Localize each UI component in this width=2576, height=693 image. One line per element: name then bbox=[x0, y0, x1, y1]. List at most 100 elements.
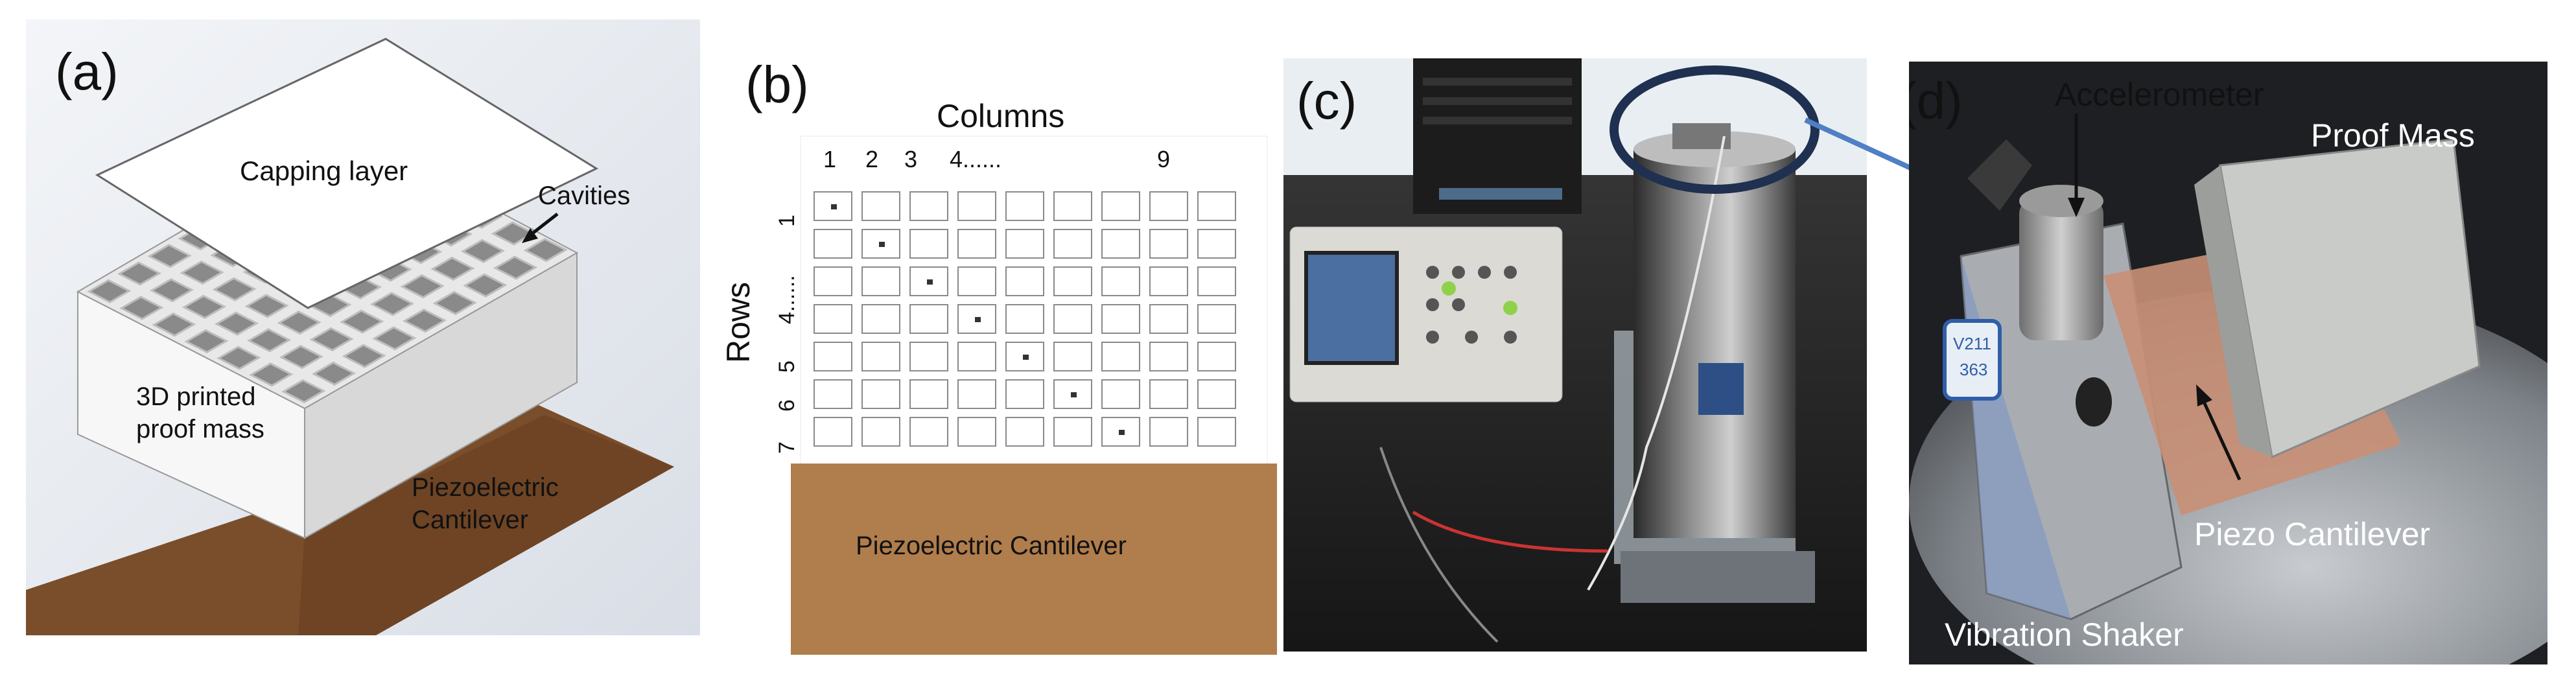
grid-cell bbox=[1053, 229, 1092, 259]
grid-cell bbox=[861, 191, 900, 221]
cantilever-label-2: Cantilever bbox=[412, 506, 529, 534]
grid-cell bbox=[909, 229, 948, 259]
grid-cell bbox=[1149, 266, 1188, 296]
cavity-array-grid bbox=[814, 191, 1236, 447]
column-label: 4...... bbox=[950, 146, 1002, 172]
proof-mass-label-2: proof mass bbox=[136, 415, 264, 443]
cavity bbox=[149, 278, 194, 303]
grid-cell bbox=[909, 191, 948, 221]
cavity bbox=[369, 292, 415, 316]
panel-a-label: (a) bbox=[55, 43, 119, 100]
cavity bbox=[87, 279, 132, 303]
grid-cell bbox=[1197, 304, 1236, 334]
cavity bbox=[460, 239, 506, 263]
grid-cell bbox=[909, 379, 948, 409]
cavity bbox=[212, 277, 257, 301]
row-label: 5 bbox=[775, 360, 799, 373]
column-label: 3 bbox=[904, 146, 918, 172]
cavity bbox=[214, 311, 259, 336]
cavity bbox=[119, 296, 164, 320]
cavity-marker bbox=[927, 279, 933, 285]
cavity bbox=[340, 309, 384, 334]
grid-cell bbox=[861, 266, 900, 296]
grid-cell bbox=[957, 191, 996, 221]
grid-cell bbox=[957, 342, 996, 371]
grid-cell bbox=[1053, 417, 1092, 447]
piezo-cantilever-label: Piezoelectric Cantilever bbox=[856, 532, 1127, 560]
proof-mass-label: Proof Mass bbox=[2311, 117, 2475, 154]
cavity bbox=[309, 327, 354, 352]
grid-cell bbox=[814, 417, 852, 447]
grid-cell bbox=[1197, 191, 1236, 221]
panel-a-illustration bbox=[26, 19, 700, 635]
panel-d: (d) Accelerometer Proof Mass Piezo Canti… bbox=[1909, 62, 2547, 664]
cavity bbox=[279, 344, 324, 370]
cavity bbox=[152, 312, 196, 337]
cavity bbox=[217, 346, 261, 370]
cavity-marker bbox=[1023, 355, 1029, 360]
grid-cell bbox=[957, 379, 996, 409]
cavity bbox=[281, 379, 326, 404]
grid-cell bbox=[909, 304, 948, 334]
panel-d-label: (d) bbox=[1909, 72, 1963, 130]
grid-cell bbox=[957, 229, 996, 259]
grid-cell bbox=[861, 379, 900, 409]
grid-cell bbox=[1005, 304, 1044, 334]
cavity-marker bbox=[831, 204, 837, 209]
grid-cell bbox=[1149, 379, 1188, 409]
grid-cell bbox=[861, 342, 900, 371]
vibration-shaker-label: Vibration Shaker bbox=[1945, 617, 2184, 653]
row-label: 4...... bbox=[775, 275, 799, 324]
panel-c: (c) bbox=[1283, 58, 1867, 652]
cavity bbox=[523, 238, 568, 263]
cavity-marker bbox=[975, 317, 981, 322]
row-label: 1 bbox=[775, 215, 799, 227]
grid-cell bbox=[957, 266, 996, 296]
grid-cell bbox=[1005, 191, 1044, 221]
grid-cell bbox=[1197, 342, 1236, 371]
grid-cell bbox=[1101, 342, 1140, 371]
oscilloscope-screen bbox=[1304, 251, 1399, 365]
column-label: 9 bbox=[1157, 146, 1171, 172]
piezo-cantilever-block bbox=[791, 464, 1277, 655]
panel-c-label: (c) bbox=[1296, 72, 1357, 130]
highlight-circle bbox=[1610, 65, 1820, 194]
grid-cell bbox=[1053, 342, 1092, 371]
cavity bbox=[342, 344, 386, 368]
accelerometer-body bbox=[2019, 198, 2103, 340]
grid-cell bbox=[1101, 379, 1140, 409]
accelerometer-label: Accelerometer bbox=[2055, 76, 2264, 113]
rows-title: Rows bbox=[720, 281, 756, 363]
cavity-marker bbox=[1071, 392, 1077, 397]
grid-cell bbox=[1197, 266, 1236, 296]
sensor-tag-text-2: 363 bbox=[1960, 360, 1988, 379]
cavity bbox=[493, 255, 538, 280]
capping-layer bbox=[95, 38, 599, 309]
cavity bbox=[244, 294, 289, 318]
panel-c-photo bbox=[1283, 58, 1867, 652]
grid-cell bbox=[1005, 229, 1044, 259]
grid-cell bbox=[814, 379, 852, 409]
cavity bbox=[117, 261, 162, 286]
columns-title: Columns bbox=[937, 98, 1065, 134]
grid-cell bbox=[909, 417, 948, 447]
grid-cell bbox=[1101, 191, 1140, 221]
grid-cell bbox=[1053, 304, 1092, 334]
grid-cell bbox=[1053, 266, 1092, 296]
cavity-marker bbox=[879, 242, 885, 247]
grid-cell bbox=[1101, 304, 1140, 334]
vibration-shaker-body bbox=[1633, 149, 1796, 538]
sensor-tag-text-1: V211 bbox=[1953, 334, 1991, 353]
grid-cell bbox=[1005, 379, 1044, 409]
grid-cell bbox=[957, 417, 996, 447]
cavity bbox=[184, 329, 229, 354]
cavity bbox=[147, 244, 192, 268]
cavity-marker bbox=[1119, 430, 1125, 435]
row-label: 7 bbox=[775, 441, 799, 454]
cavity bbox=[181, 294, 227, 320]
grid-cell bbox=[814, 266, 852, 296]
row-label: 6 bbox=[775, 399, 799, 412]
grid-cell bbox=[861, 417, 900, 447]
panel-d-photo bbox=[1909, 62, 2547, 664]
